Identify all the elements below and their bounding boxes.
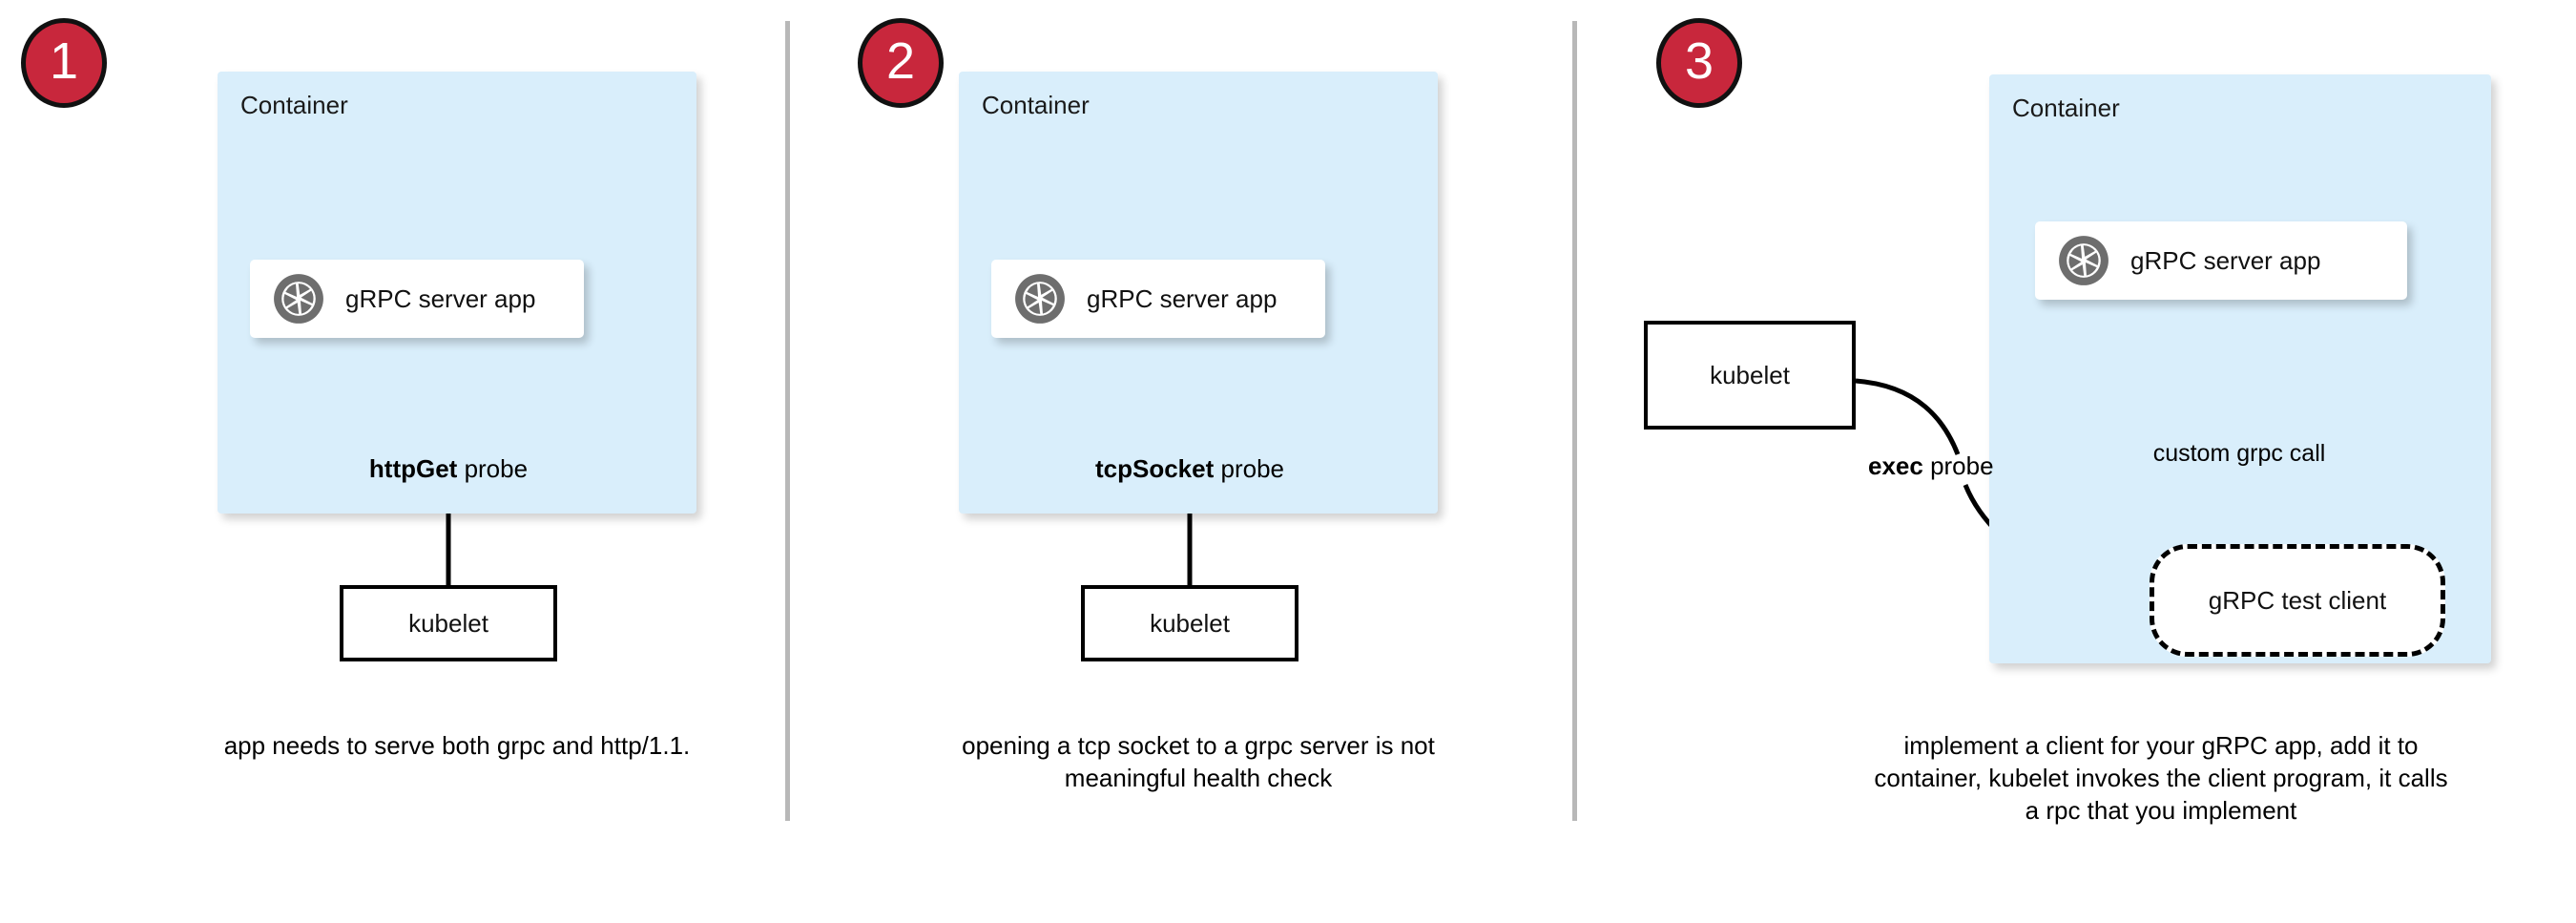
panel-divider-2 — [1572, 21, 1577, 821]
kubelet-label-1: kubelet — [408, 608, 488, 638]
kubelet-box-1: kubelet — [340, 585, 557, 661]
kubelet-label-3: kubelet — [1710, 360, 1790, 389]
panel-number-badge-1: 1 — [21, 18, 107, 108]
grpc-aperture-icon — [1015, 274, 1065, 324]
probe-suffix-2: probe — [1214, 454, 1284, 483]
grpc-server-app-label-2: gRPC server app — [1087, 283, 1278, 313]
grpc-server-app-box-1: gRPC server app — [250, 260, 584, 338]
container-label-3: Container — [2012, 94, 2120, 122]
grpc-aperture-icon — [2059, 236, 2109, 285]
kubelet-box-2: kubelet — [1081, 585, 1298, 661]
grpc-test-client-label: gRPC test client — [2208, 585, 2387, 615]
probe-name-3: exec — [1868, 451, 1923, 480]
panel-number-badge-2: 2 — [858, 18, 944, 108]
kubelet-label-2: kubelet — [1150, 608, 1230, 638]
panel-number-3: 3 — [1684, 32, 1714, 90]
panel-caption-3: implement a client for your gRPC app, ad… — [1874, 731, 2448, 825]
probe-label-2: tcpSocket probe — [961, 454, 1419, 484]
grpc-server-app-label-1: gRPC server app — [345, 283, 536, 313]
custom-grpc-call-label: custom grpc call — [2152, 440, 2326, 467]
probe-name-2: tcpSocket — [1095, 454, 1215, 483]
container-label-1: Container — [240, 91, 348, 119]
panel-caption-1: app needs to serve both grpc and http/1.… — [223, 731, 691, 760]
panel-number-1: 1 — [49, 32, 79, 90]
container-label-2: Container — [982, 91, 1090, 119]
panel-divider-1 — [785, 21, 790, 821]
probe-label-3: exec probe — [1868, 451, 2135, 481]
grpc-server-app-label-3: gRPC server app — [2130, 245, 2321, 275]
kubelet-box-3: kubelet — [1644, 321, 1856, 430]
probe-suffix-3: probe — [1922, 451, 1994, 480]
grpc-aperture-icon — [274, 274, 323, 324]
panel-number-2: 2 — [885, 32, 916, 90]
grpc-server-app-box-3: gRPC server app — [2035, 221, 2407, 300]
probe-suffix-1: probe — [457, 454, 529, 483]
probe-name-1: httpGet — [368, 454, 458, 483]
panel-caption-2: opening a tcp socket to a grpc server is… — [962, 731, 1435, 792]
probe-label-1: httpGet probe — [219, 454, 677, 484]
panel-number-badge-3: 3 — [1656, 18, 1742, 108]
grpc-test-client-box: gRPC test client — [2150, 544, 2445, 657]
grpc-server-app-box-2: gRPC server app — [991, 260, 1325, 338]
